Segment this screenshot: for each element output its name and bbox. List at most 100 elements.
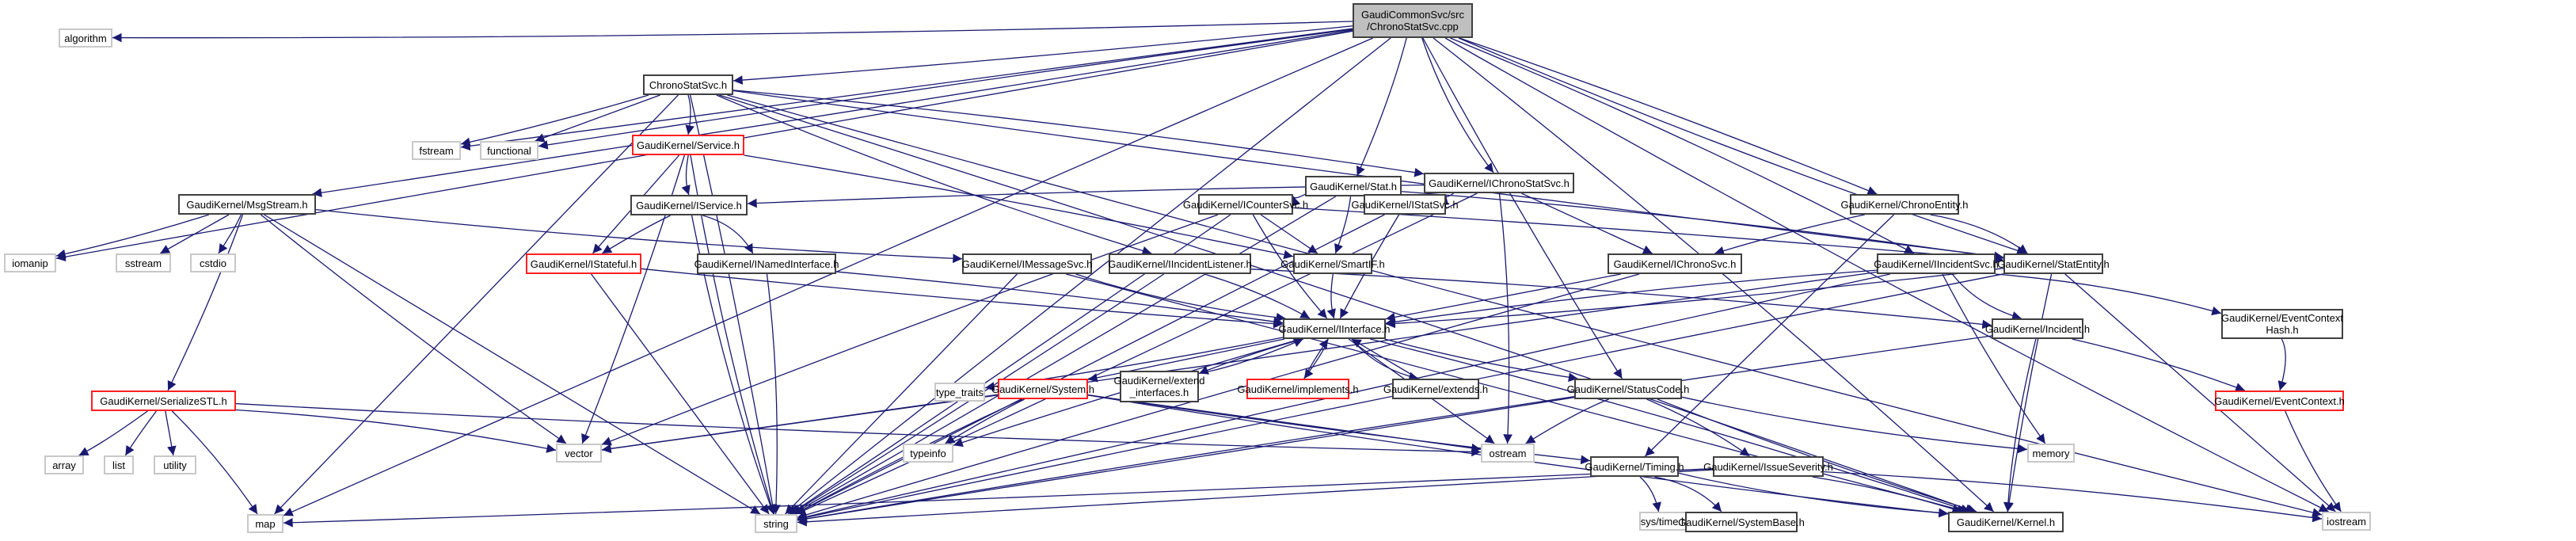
edge-IInterface_h-to-Kernel_h: [1370, 338, 1971, 513]
edge-Service_h-to-vector: [581, 154, 686, 444]
node-iostream: iostream: [2322, 512, 2371, 531]
edge-IMessageSvc_h-to-Kernel_h: [1066, 273, 1967, 514]
node-msgstream-h[interactable]: GaudiKernel/MsgStream.h: [178, 194, 316, 215]
node-extends-h[interactable]: GaudiKernel/extends.h: [1383, 379, 1488, 399]
edge-root-to-iostream: [1444, 37, 2329, 512]
edge-System_h-to-vector: [601, 394, 999, 454]
edge-IChronoStatSvc_h-to-string: [796, 192, 1478, 515]
edge-IIncidentSvc_h-to-Incident_h: [1951, 273, 2022, 321]
node-systembase-h[interactable]: GaudiKernel/SystemBase.h: [1678, 512, 1805, 532]
node-kernel-h[interactable]: GaudiKernel/Kernel.h: [1948, 512, 2064, 532]
node-ichronosvc-h[interactable]: GaudiKernel/IChronoSvc.h: [1608, 253, 1742, 274]
edge-Incident_h-to-EventContext_h: [2072, 338, 2246, 392]
node-incident-h[interactable]: GaudiKernel/Incident.h: [1985, 318, 2090, 339]
edge-ICounterSvc_h-to-StatEntity_h: [1292, 207, 2004, 265]
edge-IInterface_h-to-StatusCode_h: [1384, 338, 1578, 383]
node-statuscode-h[interactable]: GaudiKernel/StatusCode.h: [1567, 379, 1689, 399]
edge-MsgStream_h-to-SerializeSTL_h: [167, 214, 244, 391]
node-issueseverity-h[interactable]: GaudiKernel/IssueSeverity.h: [1703, 456, 1833, 477]
edge-IService_h-to-INamedInterface_h: [702, 215, 754, 254]
edge-Timing_h-to-Kernel_h: [1678, 472, 1949, 518]
edge-Stat_h-to-SmartIF_h: [1334, 196, 1352, 254]
edge-root-to-ChronoEntity_h: [1459, 37, 1878, 196]
node-utility: utility: [154, 455, 196, 474]
edge-SerializeSTL_h-to-vector: [235, 409, 557, 453]
node-memory: memory: [2027, 444, 2075, 463]
node-eventcontext-h[interactable]: GaudiKernel/EventContext.h: [2214, 391, 2345, 411]
edge-IIncidentListener_h-to-Incident_h: [1250, 269, 1992, 330]
node-iincidentlistener-h[interactable]: GaudiKernel/IIncidentListener.h: [1108, 253, 1252, 274]
node-smartif-h[interactable]: GaudiKernel/SmartIF.h: [1280, 253, 1385, 274]
edge-Timing_h-to-SystemBase_h: [1653, 476, 1722, 512]
edge-INamedInterface_h-to-string: [766, 273, 781, 515]
edge-root-to-IChronoStatSvc_h: [1421, 37, 1494, 173]
node-system-h[interactable]: GaudiKernel/System.h: [991, 379, 1094, 399]
edge-ChronoEntity_h-to-IChronoSvc_h: [1714, 214, 1865, 256]
node-chronostatsvc-h[interactable]: ChronoStatSvc.h: [643, 74, 733, 95]
edge-IMessageSvc_h-to-IInterface_h: [1075, 273, 1286, 322]
node-eventcontexthash-h[interactable]: GaudiKernel/EventContext Hash.h: [2221, 309, 2343, 339]
edge-IMessageSvc_h-to-string: [785, 273, 1018, 515]
edge-MsgStream_h-to-cstdio: [218, 214, 242, 254]
edge-IssueSeverity_h-to-string: [797, 469, 1714, 527]
node-istatsvc-h[interactable]: GaudiKernel/IStatSvc.h: [1351, 194, 1459, 215]
edge-ChronoEntity_h-to-Timing_h: [1644, 214, 1895, 457]
node-iservice-h[interactable]: GaudiKernel/IService.h: [630, 195, 748, 215]
edge-IIncidentListener_h-to-IInterface_h: [1204, 273, 1311, 319]
node-implements-h[interactable]: GaudiKernel/implements.h: [1237, 379, 1359, 399]
node-extend-interfaces-h[interactable]: GaudiKernel/extend _interfaces.h: [1114, 371, 1204, 402]
node-imessagesvc-h[interactable]: GaudiKernel/IMessageSvc.h: [962, 253, 1092, 274]
edge-SmartIF_h-to-IInterface_h: [1326, 273, 1336, 319]
node-iincidentsvc-h[interactable]: GaudiKernel/IIncidentSvc.h: [1874, 253, 1999, 274]
node-iinterface-h[interactable]: GaudiKernel/IInterface.h: [1279, 318, 1390, 339]
node-vector: vector: [556, 444, 602, 463]
edge-SerializeSTL_h-to-array: [78, 410, 148, 456]
node-serializestl-h[interactable]: GaudiKernel/SerializeSTL.h: [91, 391, 236, 411]
edge-ChronoStatSvc_h-to-IIncidentListener_h: [716, 94, 1152, 256]
edge-ICounterSvc_h-to-SmartIF_h: [1260, 214, 1318, 254]
node-iomanip: iomanip: [4, 253, 56, 272]
edge-StatusCode_h-to-memory: [1681, 396, 2028, 454]
edge-INamedInterface_h-to-IInterface_h: [835, 271, 1284, 326]
edge-IChronoSvc_h-to-string: [797, 273, 1640, 520]
edge-Stat_h-to-ICounterSvc_h: [1291, 193, 1306, 207]
node-string: string: [755, 514, 797, 533]
node-statentity-h[interactable]: GaudiKernel/StatEntity.h: [1997, 253, 2110, 274]
node-ostream: ostream: [1481, 444, 1535, 463]
node-icountersvc-h[interactable]: GaudiKernel/ICounterSvc.h: [1183, 194, 1308, 215]
edge-ChronoStatSvc_h-to-fstream: [460, 94, 649, 147]
edge-IStateful_h-to-IInterface_h: [641, 268, 1284, 329]
edge-EventContext_h-to-iostream: [2285, 410, 2342, 512]
node-fstream: fstream: [412, 141, 461, 160]
node-chronoentity-h[interactable]: GaudiKernel/ChronoEntity.h: [1841, 194, 1968, 215]
edge-Stat_h-to-string: [792, 196, 1337, 515]
node-functional: functional: [480, 141, 538, 160]
node-type-traits: type_traits: [934, 383, 985, 402]
edge-root-to-StatEntity_h: [1458, 37, 2026, 255]
edge-root-to-functional: [538, 29, 1353, 150]
edge-SerializeSTL_h-to-utility: [165, 410, 177, 456]
node-service-h[interactable]: GaudiKernel/Service.h: [632, 135, 744, 155]
edge-System_h-to-typeinfo: [945, 398, 1025, 444]
edge-Service_h-to-SmartIF_h: [744, 154, 1294, 260]
edge-SerializeSTL_h-to-ostream: [235, 402, 1482, 457]
edge-root-to-MsgStream_h: [312, 29, 1353, 198]
edge-IChronoStatSvc_h-to-ostream: [1498, 192, 1512, 444]
node-algorithm: algorithm: [59, 29, 112, 48]
edge-implements_h-to-IInterface_h: [1303, 338, 1329, 379]
edge-StatEntity_h-to-IInterface_h: [1385, 268, 2004, 329]
node-stat-h[interactable]: GaudiKernel/Stat.h: [1305, 176, 1402, 196]
node-istateful-h[interactable]: GaudiKernel/IStateful.h: [526, 253, 641, 274]
edge-ChronoStatSvc_h-to-iostream: [727, 94, 2323, 517]
node-ichronostatsvc-h[interactable]: GaudiKernel/IChronoStatSvc.h: [1424, 173, 1574, 193]
edge-SerializeSTL_h-to-map: [171, 410, 258, 515]
edge-Incident_h-to-string: [797, 335, 1992, 524]
edge-MsgStream_h-to-vector: [260, 214, 567, 444]
edge-IStateful_h-to-string: [591, 273, 770, 515]
edge-EventContextHash_h-to-EventContext_h: [2277, 338, 2287, 391]
edge-ChronoStatSvc_h-to-Service_h: [685, 94, 694, 135]
node-inamedinterface-h[interactable]: GaudiKernel/INamedInterface.h: [694, 253, 839, 274]
node-typeinfo: typeinfo: [903, 444, 953, 463]
node-timing-h[interactable]: GaudiKernel/Timing.h: [1585, 456, 1684, 477]
